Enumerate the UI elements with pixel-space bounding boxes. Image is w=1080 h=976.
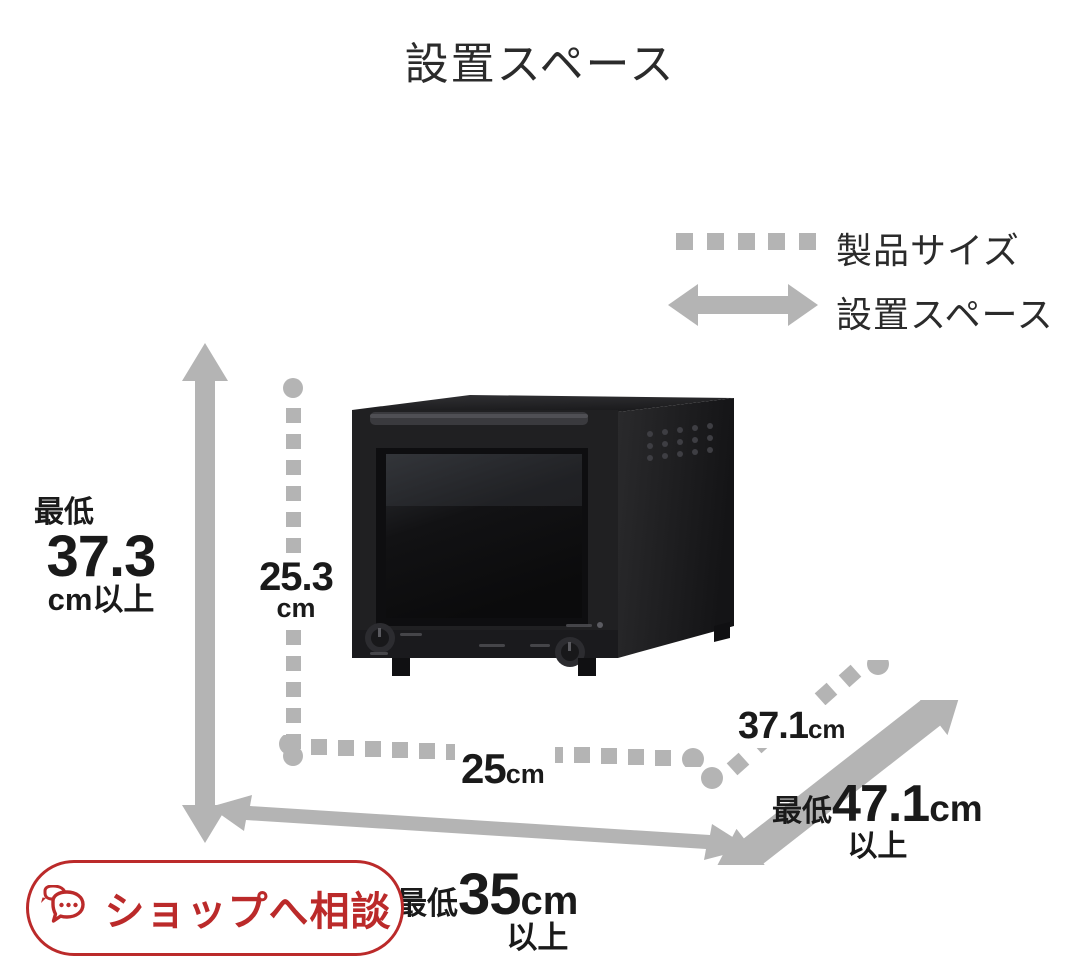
product-width-value: 25 (461, 745, 507, 792)
product-width-dashed-line (279, 735, 704, 767)
legend-dash-5 (799, 232, 816, 250)
label-install-width: 最低35cm 以上 (396, 866, 579, 955)
oven-handle (370, 412, 588, 425)
toaster-oven-image (352, 395, 734, 676)
product-height-value: 25.3 (259, 555, 334, 599)
legend-dash-1 (676, 232, 693, 250)
shop-consult-button[interactable]: ショップへ相談 (26, 860, 404, 956)
legend-dash-4 (768, 232, 786, 250)
label-install-depth: 最低47.1cm 以上 (772, 778, 983, 862)
oven-foot-rear (714, 622, 730, 642)
product-width-unit: cm (505, 759, 545, 789)
oven-top-panel (352, 395, 734, 412)
legend-label-product-size: 製品サイズ (836, 230, 1020, 271)
install-height-value: 37.3 (46, 524, 157, 589)
install-height-prefix: 最低 (34, 496, 94, 529)
label-product-height: 25.3 cm (240, 556, 352, 624)
legend-label-install-space: 設置スペース (836, 294, 1054, 335)
install-depth-prefix: 最低 (772, 795, 832, 828)
install-height-suffix: cm以上 (47, 582, 155, 617)
install-width-value: 35 (458, 862, 522, 927)
install-depth-arrow (716, 700, 962, 865)
product-depth-value: 37.1 (738, 705, 809, 747)
install-width-suffix: 以上 (506, 920, 569, 955)
install-depth-suffix: 以上 (847, 830, 908, 863)
legend-install-space-swatch (668, 284, 818, 326)
shop-consult-label: ショップへ相談 (104, 890, 392, 934)
install-width-unit: cm (520, 879, 579, 923)
install-depth-value: 47.1 (832, 775, 930, 833)
product-height-unit: cm (276, 593, 316, 623)
legend-dash-2 (706, 232, 724, 250)
label-product-depth: 37.1cm (734, 705, 850, 748)
install-width-arrow (210, 795, 750, 860)
oven-vent-holes (647, 423, 713, 461)
label-product-width: 25cm (455, 745, 551, 793)
install-width-prefix: 最低 (396, 886, 458, 921)
label-install-height: 最低 37.3 cm以上 (26, 496, 176, 617)
product-depth-unit: cm (807, 714, 846, 744)
chat-bubbles-icon (40, 885, 85, 923)
install-depth-unit: cm (929, 788, 983, 829)
oven-foot-left (392, 658, 410, 676)
install-height-arrow (182, 343, 228, 843)
page-title: 設置スペース (404, 40, 676, 89)
dash-endpoint-dot-top (283, 378, 303, 398)
oven-side-panel (618, 398, 734, 658)
oven-glass-window (386, 454, 582, 618)
legend-product-size-swatch (676, 232, 816, 250)
legend-dash-3 (737, 232, 755, 250)
oven-foot-right (578, 658, 596, 676)
